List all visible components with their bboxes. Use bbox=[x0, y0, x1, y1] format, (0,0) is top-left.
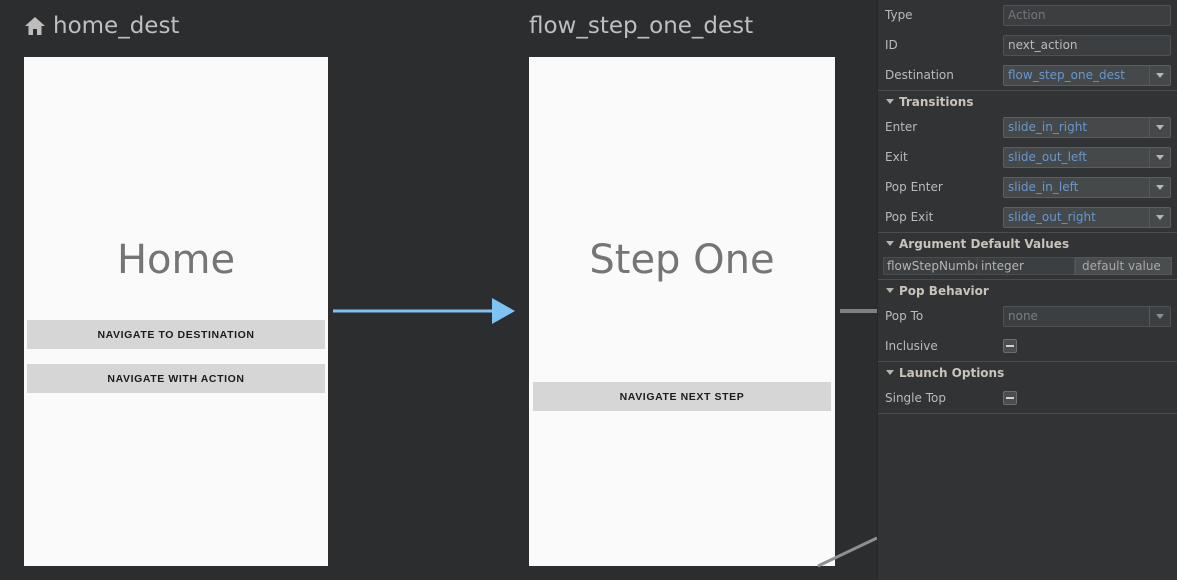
exit-transition-value: slide_out_left bbox=[1008, 150, 1088, 164]
navigation-graph-canvas[interactable]: home_dest Home NAVIGATE TO DESTINATION N… bbox=[0, 0, 877, 580]
field-label-pop-enter: Pop Enter bbox=[885, 180, 943, 194]
argument-type-cell[interactable]: integer bbox=[977, 257, 1075, 275]
field-label-pop-exit: Pop Exit bbox=[885, 210, 934, 224]
field-label-single-top: Single Top bbox=[885, 391, 946, 405]
pop-enter-transition-dropdown[interactable]: slide_in_left bbox=[1003, 176, 1171, 198]
section-title: Argument Default Values bbox=[899, 236, 1070, 251]
field-label-type: Type bbox=[885, 8, 913, 22]
field-label-id: ID bbox=[885, 38, 898, 52]
field-label-destination: Destination bbox=[885, 68, 954, 82]
field-row-pop-exit: Pop Exit slide_out_right bbox=[878, 202, 1177, 232]
preview-button-label: NAVIGATE TO DESTINATION bbox=[97, 328, 255, 341]
field-label-pop-to: Pop To bbox=[885, 309, 924, 323]
preview-screen-title: Home bbox=[116, 237, 236, 283]
chevron-down-icon[interactable] bbox=[1149, 147, 1170, 167]
pop-exit-transition-value: slide_out_right bbox=[1008, 210, 1096, 224]
destination-title-text: home_dest bbox=[53, 13, 180, 39]
section-header-pop-behavior[interactable]: Pop Behavior bbox=[878, 279, 1177, 301]
field-row-pop-enter: Pop Enter slide_in_left bbox=[878, 172, 1177, 202]
destination-card-home-dest[interactable]: Home NAVIGATE TO DESTINATION NAVIGATE WI… bbox=[24, 57, 328, 566]
preview-button-navigate-next-step[interactable]: NAVIGATE NEXT STEP bbox=[533, 382, 831, 411]
section-header-argument-default-values[interactable]: Argument Default Values bbox=[878, 232, 1177, 254]
pop-enter-transition-value: slide_in_left bbox=[1008, 180, 1079, 194]
destination-dropdown-value: flow_step_one_dest bbox=[1008, 68, 1125, 82]
enter-transition-dropdown[interactable]: slide_in_right bbox=[1003, 116, 1171, 138]
field-row-exit: Exit slide_out_left bbox=[878, 142, 1177, 172]
type-input[interactable]: Action bbox=[1003, 4, 1171, 26]
inspector-bottom-divider bbox=[878, 413, 1177, 414]
preview-button-label: NAVIGATE WITH ACTION bbox=[107, 372, 245, 385]
destination-label-home-dest[interactable]: home_dest bbox=[24, 13, 179, 39]
section-header-transitions[interactable]: Transitions bbox=[878, 90, 1177, 112]
pop-exit-transition-dropdown[interactable]: slide_out_right bbox=[1003, 206, 1171, 228]
field-row-enter: Enter slide_in_right bbox=[878, 112, 1177, 142]
home-icon bbox=[24, 16, 46, 36]
triangle-down-icon bbox=[886, 288, 894, 293]
pop-to-value: none bbox=[1008, 309, 1038, 323]
triangle-down-icon bbox=[886, 241, 894, 246]
field-label-inclusive: Inclusive bbox=[885, 339, 938, 353]
field-row-type: Type Action bbox=[878, 0, 1177, 30]
enter-transition-value: slide_in_right bbox=[1008, 120, 1088, 134]
indeterminate-dash-icon bbox=[1006, 397, 1014, 399]
single-top-checkbox[interactable] bbox=[1003, 391, 1017, 405]
chevron-down-icon[interactable] bbox=[1149, 306, 1170, 326]
section-title: Launch Options bbox=[899, 365, 1005, 380]
chevron-down-icon[interactable] bbox=[1149, 177, 1170, 197]
field-label-enter: Enter bbox=[885, 120, 918, 134]
destination-label-flow-step-one-dest[interactable]: flow_step_one_dest bbox=[529, 13, 753, 39]
field-row-id: ID next_action bbox=[878, 30, 1177, 60]
indeterminate-dash-icon bbox=[1006, 345, 1014, 347]
exit-transition-dropdown[interactable]: slide_out_left bbox=[1003, 146, 1171, 168]
preview-button-navigate-with-action[interactable]: NAVIGATE WITH ACTION bbox=[27, 364, 325, 393]
triangle-down-icon bbox=[886, 370, 894, 375]
section-title: Pop Behavior bbox=[899, 283, 989, 298]
field-row-destination: Destination flow_step_one_dest bbox=[878, 60, 1177, 90]
argument-row[interactable]: flowStepNumbe integer default value bbox=[883, 257, 1172, 275]
triangle-down-icon bbox=[886, 99, 894, 104]
section-header-launch-options[interactable]: Launch Options bbox=[878, 361, 1177, 383]
destination-card-flow-step-one-dest[interactable]: Step One NAVIGATE NEXT STEP bbox=[529, 57, 835, 566]
chevron-down-icon[interactable] bbox=[1149, 117, 1170, 137]
field-row-single-top: Single Top bbox=[878, 383, 1177, 413]
pop-to-dropdown[interactable]: none bbox=[1003, 305, 1171, 327]
destination-dropdown[interactable]: flow_step_one_dest bbox=[1003, 64, 1171, 86]
field-label-exit: Exit bbox=[885, 150, 908, 164]
chevron-down-icon[interactable] bbox=[1149, 207, 1170, 227]
inclusive-checkbox[interactable] bbox=[1003, 339, 1017, 353]
chevron-down-icon[interactable] bbox=[1149, 65, 1170, 85]
preview-button-navigate-to-destination[interactable]: NAVIGATE TO DESTINATION bbox=[27, 320, 325, 349]
section-title: Transitions bbox=[899, 94, 974, 109]
attributes-inspector-panel[interactable]: Type Action ID next_action Destination f… bbox=[877, 0, 1177, 580]
id-input[interactable]: next_action bbox=[1003, 34, 1171, 56]
destination-title-text: flow_step_one_dest bbox=[529, 13, 754, 39]
field-row-inclusive: Inclusive bbox=[878, 331, 1177, 361]
action-edge-selected bbox=[333, 298, 515, 324]
preview-button-label: NAVIGATE NEXT STEP bbox=[619, 390, 745, 403]
field-row-pop-to: Pop To none bbox=[878, 301, 1177, 331]
preview-screen-title: Step One bbox=[589, 237, 775, 283]
argument-default-value-cell[interactable]: default value bbox=[1075, 257, 1172, 275]
argument-name-cell[interactable]: flowStepNumbe bbox=[883, 257, 977, 275]
